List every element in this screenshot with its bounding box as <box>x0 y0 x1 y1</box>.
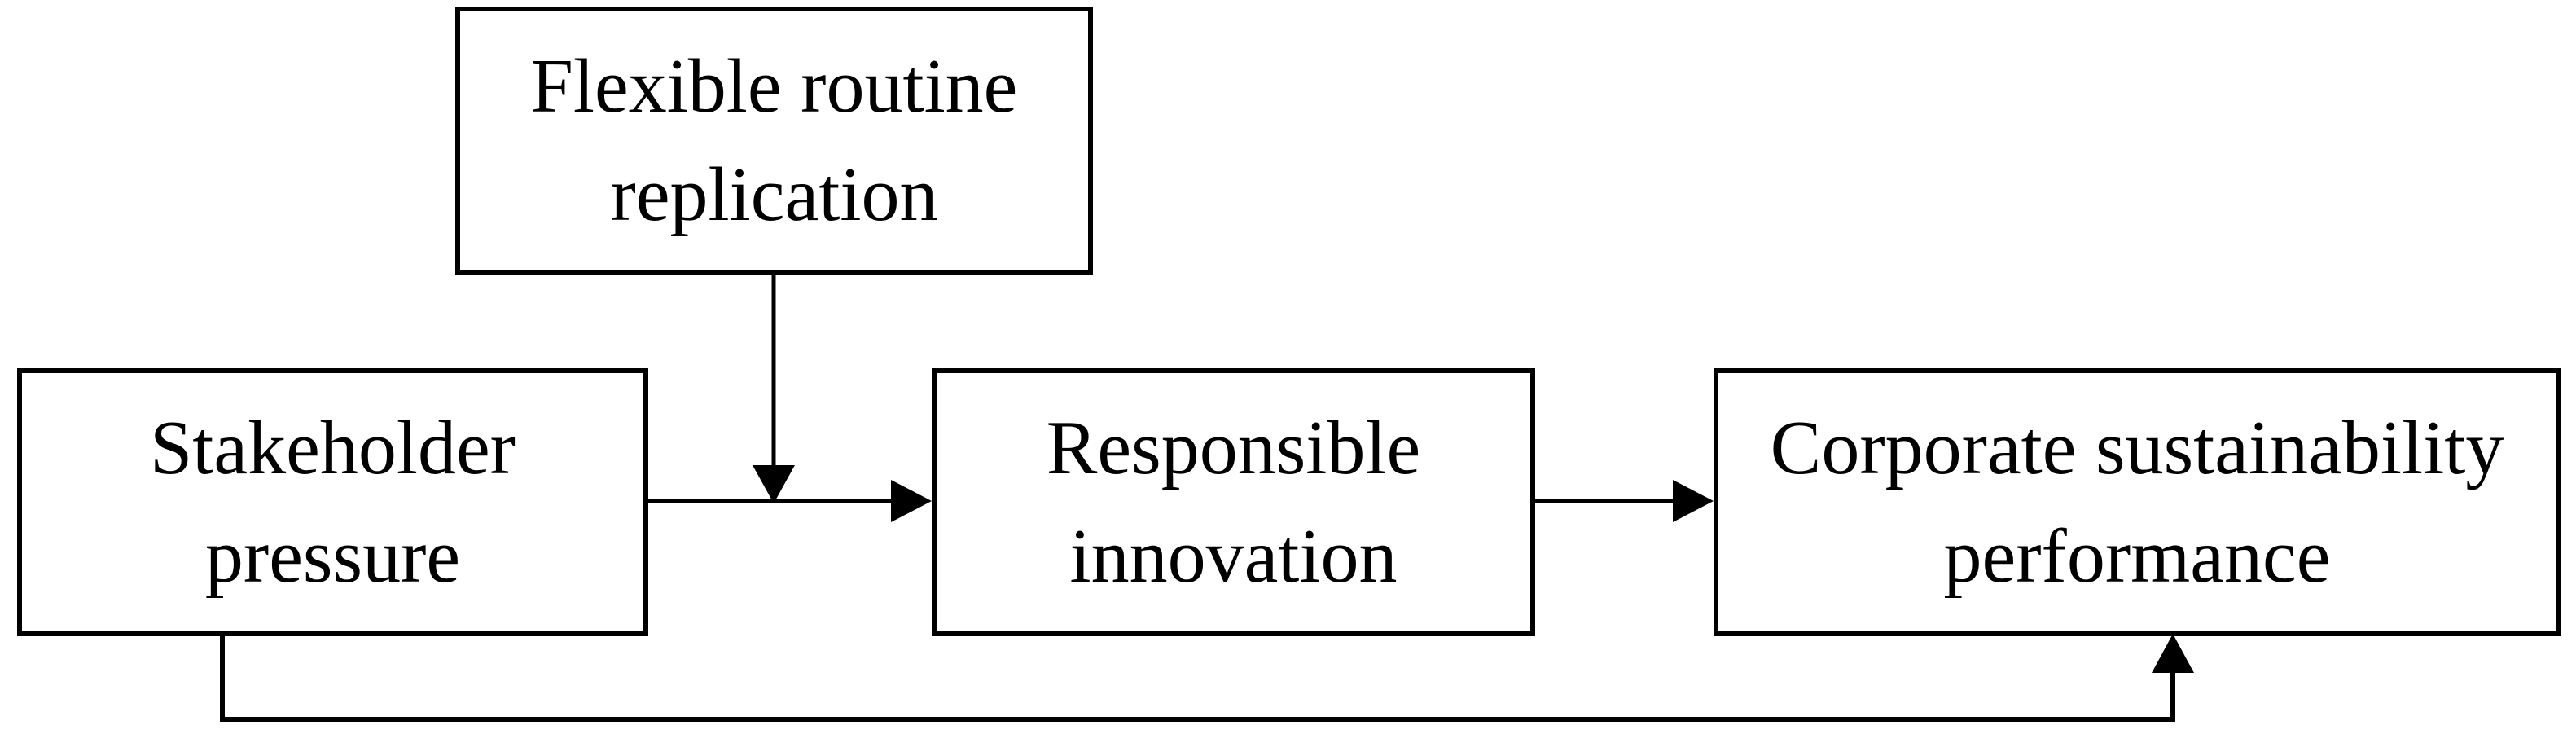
arrow-mediator-to-outcome <box>1534 480 1714 522</box>
arrow-antecedent-to-outcome-bottom <box>220 634 2194 722</box>
node-label-line: Flexible routine <box>530 44 1018 129</box>
node-label-line: Responsible <box>1046 405 1421 490</box>
arrowhead-right-icon <box>1673 480 1714 522</box>
node-label-line: Stakeholder <box>150 405 516 490</box>
node-flexible-routine-replication: Flexible routine replication <box>455 7 1093 275</box>
arrowhead-right-icon <box>891 480 932 522</box>
node-label-line: Corporate sustainability <box>1770 405 2504 490</box>
node-stakeholder-pressure: Stakeholder pressure <box>17 368 648 636</box>
node-label-line: innovation <box>1069 513 1398 599</box>
node-label-line: performance <box>1943 513 2331 599</box>
arrowhead-up-icon <box>2152 634 2194 673</box>
arrow-moderation <box>753 275 795 503</box>
arrowhead-down-icon <box>753 465 795 503</box>
node-label-line: pressure <box>204 513 461 599</box>
node-label-line: replication <box>610 152 938 237</box>
node-corporate-sustainability-performance: Corporate sustainability performance <box>1714 368 2561 636</box>
arrow-antecedent-to-mediator <box>647 480 932 522</box>
node-responsible-innovation: Responsible innovation <box>932 368 1535 636</box>
